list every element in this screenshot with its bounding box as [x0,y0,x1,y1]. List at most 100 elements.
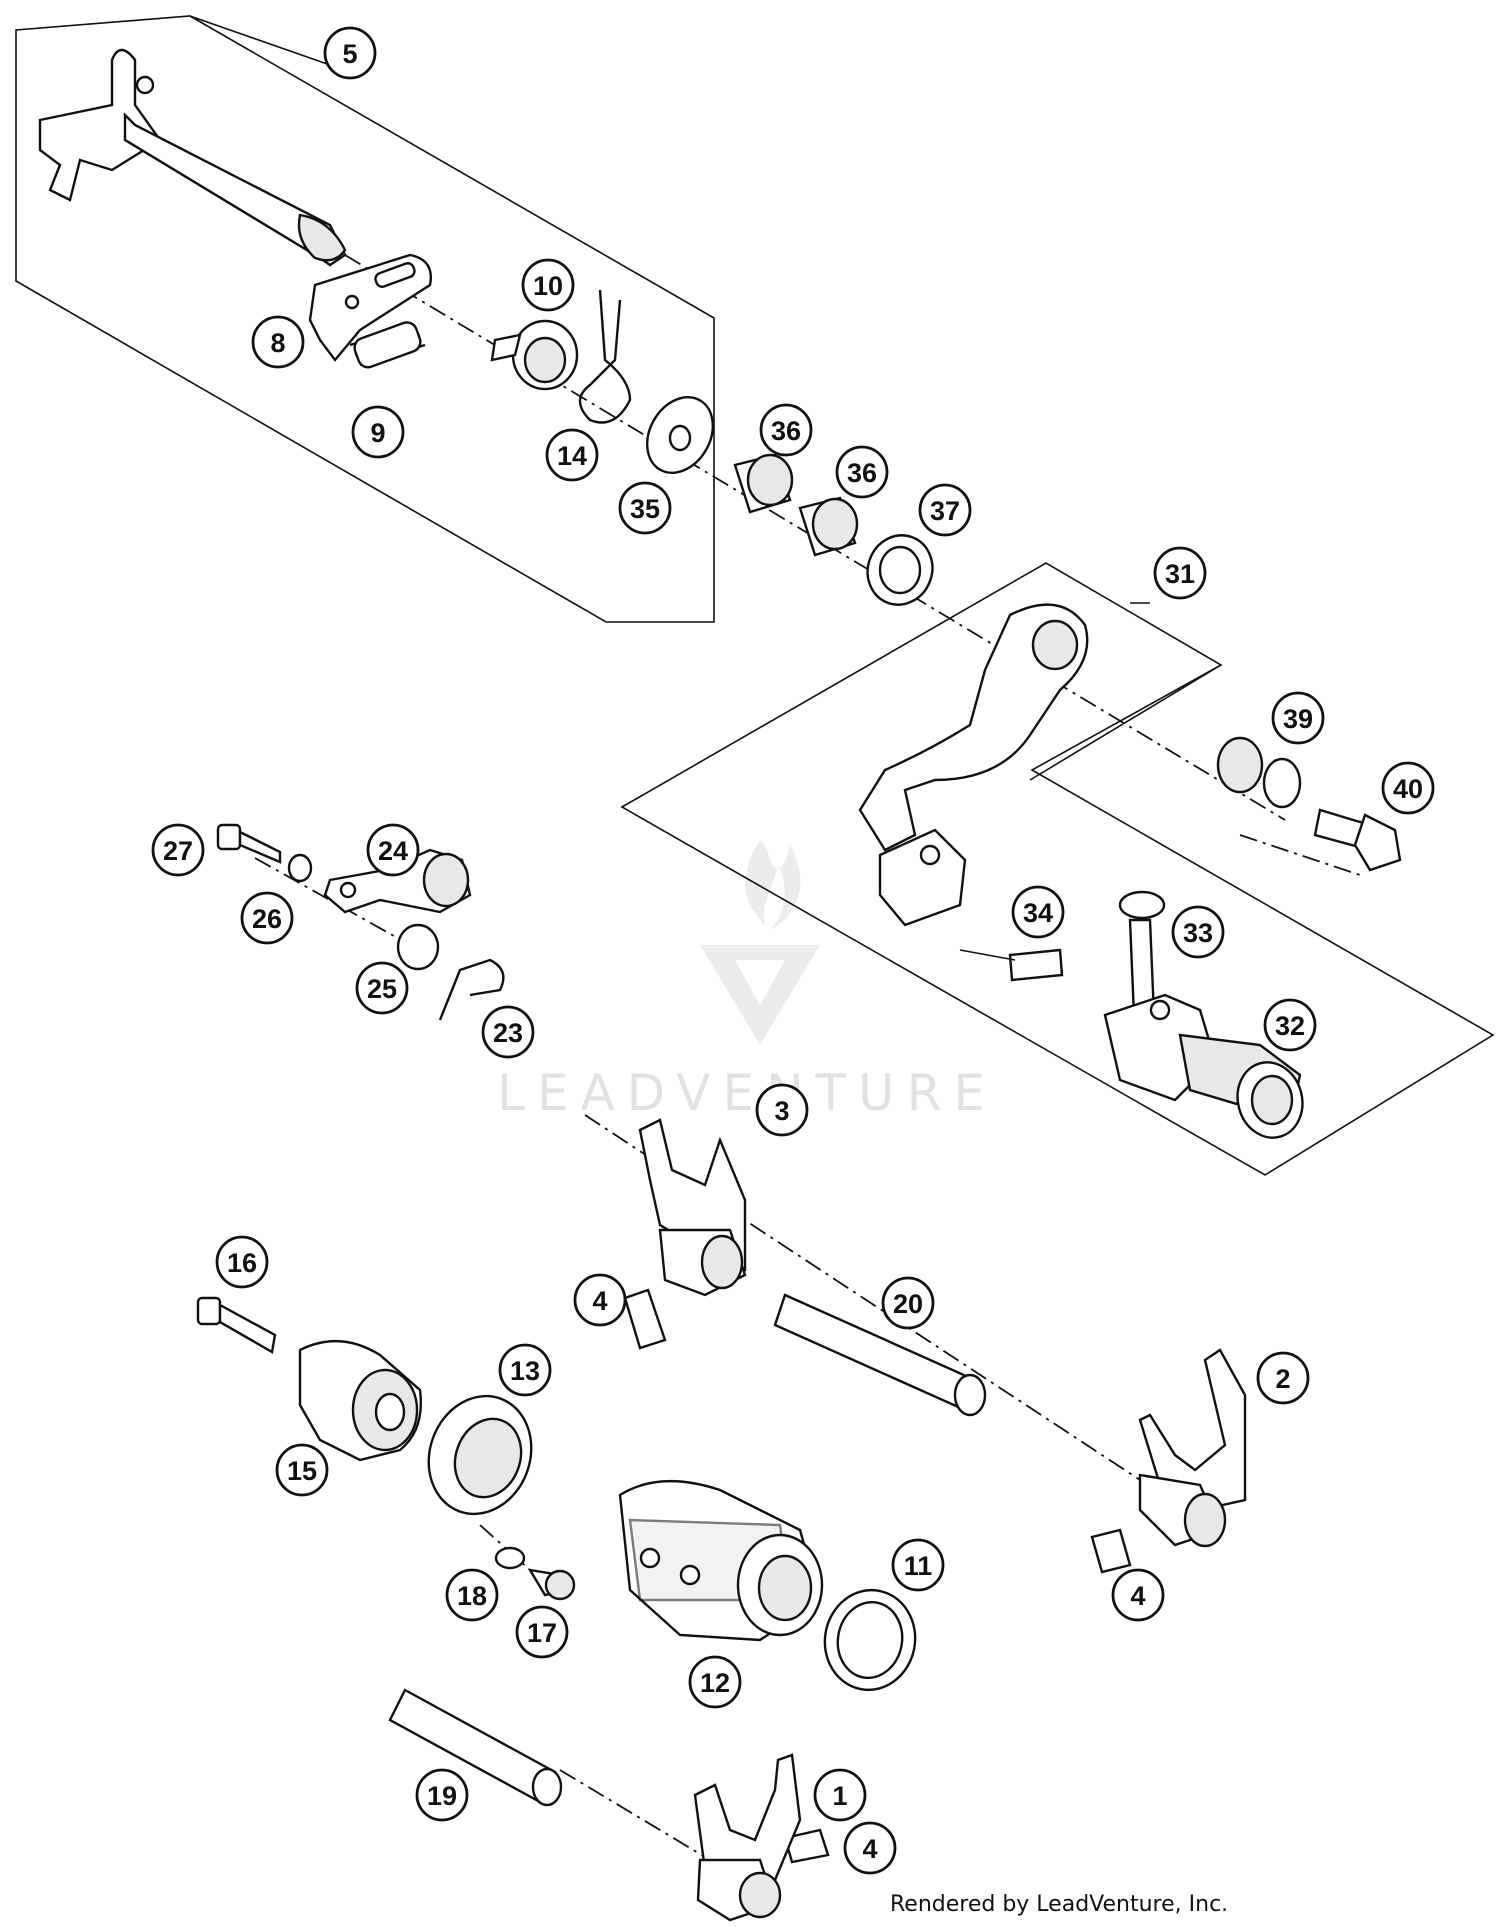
fork-shaft-part-19 [388,1688,563,1807]
callout-36a: 36 [759,403,813,457]
svg-text:31: 31 [1165,559,1195,589]
callout-3: 3 [755,1083,809,1137]
washer-part-18 [494,1546,526,1570]
svg-text:4: 4 [862,1834,877,1864]
bearing-ring-part-11 [823,1588,917,1692]
shift-fork-part-1 [693,1753,802,1922]
callout-2: 2 [1256,1351,1310,1405]
locking-lever-part-24 [323,848,472,914]
svg-text:12: 12 [700,1668,730,1698]
svg-text:26: 26 [252,904,282,934]
svg-text:27: 27 [163,836,193,866]
svg-text:5: 5 [342,39,357,69]
callout-19: 19 [415,1768,469,1822]
pin-part-17 [527,1568,576,1601]
svg-text:36: 36 [847,458,877,488]
svg-text:37: 37 [930,496,960,526]
bolt-part-16 [196,1296,277,1354]
svg-text:39: 39 [1283,704,1313,734]
shift-lever-subgroup-line [1029,664,1222,781]
callout-36b: 36 [835,445,889,499]
shift-lever-hub [1031,619,1079,671]
spring-part-9 [349,321,426,369]
callout-13: 13 [498,1343,552,1397]
sleeve-part-10 [490,319,579,391]
bolt-part-40 [1313,808,1402,872]
callout-11: 11 [891,1538,945,1592]
svg-text:10: 10 [533,271,563,301]
callout-1: 1 [813,1768,867,1822]
svg-text:40: 40 [1393,774,1423,804]
callout-37: 37 [918,483,972,537]
svg-text:19: 19 [427,1781,457,1811]
svg-text:15: 15 [287,1456,317,1486]
callout-35: 35 [618,481,672,535]
shift-lever-group-box [620,562,1495,1176]
callout-24: 24 [366,823,420,877]
washer-part-35 [646,396,714,474]
callout-23: 23 [481,1005,535,1059]
callout-8: 8 [251,315,305,369]
svg-text:9: 9 [370,418,385,448]
callout-10: 10 [521,258,575,312]
roller-part-25 [396,923,440,971]
washer-part-26 [287,853,313,883]
callout-18: 18 [445,1568,499,1622]
foot-peg-part-32 [1103,993,1304,1139]
shift-lever-part-31 [858,603,1089,852]
svg-text:4: 4 [592,1286,607,1316]
guide-pin-part-4a [623,1288,667,1350]
svg-text:16: 16 [227,1248,257,1278]
seal-ring-part-13 [427,1394,533,1516]
svg-text:17: 17 [527,1618,557,1648]
svg-text:20: 20 [893,1289,923,1319]
svg-text:24: 24 [378,836,408,866]
svg-text:23: 23 [493,1018,523,1048]
callout-20: 20 [881,1276,935,1330]
callout-14: 14 [545,428,599,482]
svg-text:36: 36 [771,416,801,446]
callout-4b: 4 [1111,1568,1165,1622]
leadventure-watermark: LEADVENTURE [497,840,997,1122]
washer-part-39 [1216,736,1302,809]
spring-clip-part-14 [578,289,632,424]
callout-4c: 4 [843,1821,897,1875]
svg-text:4: 4 [1130,1581,1145,1611]
needle-bearing-part-36b [798,496,859,557]
svg-text:34: 34 [1023,898,1053,928]
spring-part-34 [1008,948,1064,982]
shift-shaft-group-box [15,15,715,623]
guide-pin-part-4c [783,1828,830,1864]
callout-15: 15 [275,1443,329,1497]
guide-pin-part-4b [1090,1528,1132,1574]
svg-text:18: 18 [457,1581,487,1611]
callout-33: 33 [1171,905,1225,959]
shift-fork-part-3 [638,1118,747,1297]
svg-text:14: 14 [557,441,587,471]
shift-drum-cam-part-15 [298,1340,422,1462]
shift-drum-part-12 [618,1479,824,1642]
callout-5: 5 [323,26,377,80]
watermark-text: LEADVENTURE [497,1064,997,1122]
callout-9: 9 [351,405,405,459]
fork-shaft-part-20 [773,1293,987,1417]
shift-fork-part-2 [1138,1348,1247,1548]
callout-32: 32 [1263,998,1317,1052]
callout-27: 27 [151,823,205,877]
shift-plate-slot [374,262,416,288]
svg-text:25: 25 [367,974,397,1004]
svg-text:33: 33 [1183,918,1213,948]
callout-4a: 4 [573,1273,627,1327]
callout-12: 12 [688,1655,742,1709]
svg-text:3: 3 [774,1096,789,1126]
callout-26: 26 [240,891,294,945]
shift-shaft-part [38,48,347,267]
callout-34: 34 [1011,885,1065,939]
callout-39: 39 [1271,691,1325,745]
callout-17: 17 [515,1605,569,1659]
callout-16: 16 [215,1235,269,1289]
spring-part-23 [438,958,505,1021]
svg-text:1: 1 [832,1781,847,1811]
credit-text: Rendered by LeadVenture, Inc. [890,1892,1229,1917]
